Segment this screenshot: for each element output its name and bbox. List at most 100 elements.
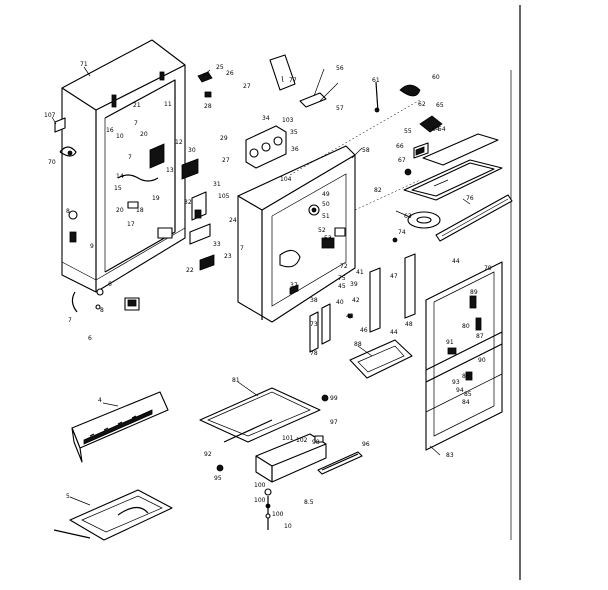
label-71: 71 [80,61,88,68]
label-11: 11 [164,101,172,108]
label-91: 91 [446,339,454,346]
label-104: 104 [280,176,292,183]
label-75: 75 [338,275,346,282]
door-assembly [309,237,503,451]
label-27b: 27 [222,157,230,164]
label-52: 52 [318,227,326,234]
label-94: 94 [456,387,464,394]
label-61: 61 [372,77,380,84]
label-19: 19 [152,195,160,202]
label-21: 21 [133,102,141,109]
label-102: 102 [296,437,308,444]
label-74: 74 [398,229,406,236]
label-7c: 7 [240,245,244,252]
label-24: 24 [229,217,237,224]
label-26: 26 [226,70,234,77]
label-28: 28 [204,103,212,110]
label-25: 25 [216,64,224,71]
label-103: 103 [282,117,294,124]
label-84: 84 [462,399,470,406]
label-8b: 8 [100,307,104,314]
label-54: 54 [438,126,446,133]
label-73: 73 [310,321,318,328]
label-44b: 44 [390,329,398,336]
label-46: 46 [360,327,368,334]
label-42: 42 [352,297,360,304]
label-18: 18 [136,207,144,214]
label-100b: 100 [254,497,266,504]
label-95: 95 [214,475,222,482]
label-30: 30 [188,147,196,154]
label-63: 63 [404,213,412,220]
label-97: 97 [330,419,338,426]
leader-lines [51,66,471,506]
label-35: 35 [290,129,298,136]
part-labels: 71 107 70 25 26 27 28 77 56 57 11 21 10 … [44,61,492,530]
label-6b: 6 [88,335,92,342]
label-48: 48 [405,321,413,328]
label-27a: 27 [243,83,251,90]
label-78: 78 [310,350,318,357]
label-83: 83 [446,452,454,459]
label-80: 80 [462,323,470,330]
label-79: 79 [484,265,492,272]
label-38: 38 [310,297,318,304]
label-62: 62 [418,101,426,108]
label-41: 41 [356,269,364,276]
label-66: 66 [396,143,404,150]
label-32: 32 [184,199,192,206]
label-12: 12 [175,139,183,146]
label-107: 107 [44,112,56,119]
label-20a: 20 [140,131,148,138]
label-100: 100 [254,482,266,489]
label-60: 60 [432,74,440,81]
label-7b: 7 [128,154,132,161]
label-98: 98 [312,439,320,446]
label-89: 89 [470,289,478,296]
label-10b: 10 [284,523,292,530]
label-85: 85 [464,391,472,398]
label-7a: 7 [134,120,138,127]
label-17: 17 [127,221,135,228]
label-86: 86 [462,373,470,380]
label-37: 37 [290,282,298,289]
label-7d: 7 [68,317,72,324]
label-81: 81 [232,377,240,384]
label-53: 53 [324,235,332,242]
label-76: 76 [466,195,474,202]
label-101: 101 [282,435,294,442]
label-39: 39 [350,281,358,288]
label-67: 67 [398,157,406,164]
label-6a: 6 [108,281,112,288]
label-65: 65 [436,102,444,109]
label-43: 43 [346,313,354,320]
label-10: 10 [116,133,124,140]
label-64: 64 [432,126,440,133]
label-20b: 20 [116,207,124,214]
label-72: 72 [340,263,348,270]
label-99: 99 [330,395,338,402]
fan-assembly [374,81,513,242]
left-small-parts [54,117,140,313]
label-31: 31 [213,181,221,188]
label-8a: 8 [66,208,70,215]
label-70: 70 [48,159,56,166]
label-16: 16 [106,127,114,134]
label-34: 34 [262,115,270,122]
rear-panel [237,99,421,323]
label-47: 47 [390,273,398,280]
label-13: 13 [166,167,174,174]
label-57: 57 [336,105,344,112]
label-82: 82 [374,187,382,194]
label-15: 15 [114,185,122,192]
label-33: 33 [213,241,221,248]
label-50: 50 [322,201,330,208]
label-9: 9 [90,243,94,250]
label-56: 56 [336,65,344,72]
label-36: 36 [291,146,299,153]
label-55: 55 [404,128,412,135]
cabinet-liner [61,39,215,293]
label-87: 87 [476,333,484,340]
label-29: 29 [220,135,228,142]
